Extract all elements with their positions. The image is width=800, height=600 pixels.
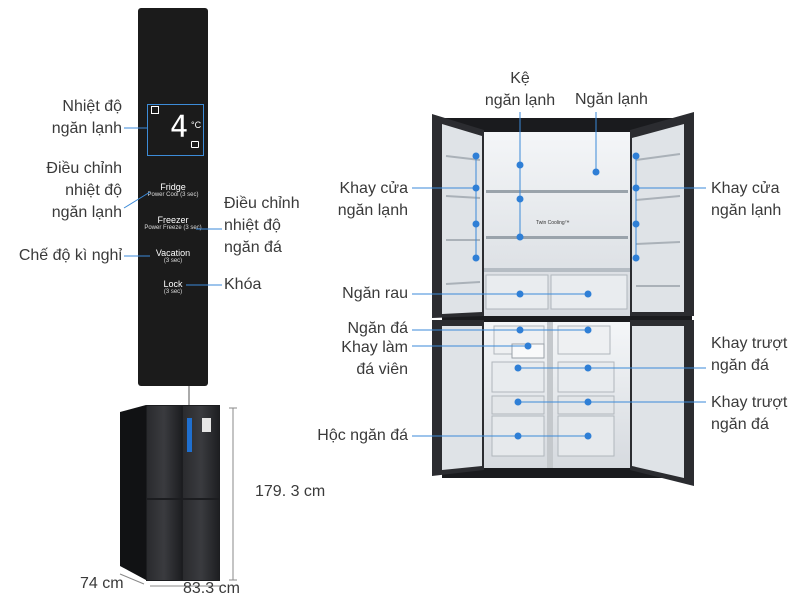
label-slide-tray-1: Khay trượt ngăn đá xyxy=(711,333,787,377)
label-shelf-line2: ngăn lạnh xyxy=(484,92,556,109)
label-ice-tray-line2: đá viên xyxy=(356,361,408,378)
dimension-height: 179. 3 cm xyxy=(255,483,326,500)
control-panel xyxy=(138,8,208,386)
label-door-tray-left-line1: Khay cửa xyxy=(339,180,408,197)
label-fridge-compartment: Ngăn lạnh xyxy=(575,91,648,108)
freezer-button-label: Freezer xyxy=(157,215,189,225)
lock-icon xyxy=(191,141,199,148)
label-door-tray-right: Khay cửa ngăn lạnh xyxy=(711,178,781,222)
label-freezer-adjust: Điều chỉnh nhiệt độ ngăn đá xyxy=(224,193,300,259)
dimension-lines xyxy=(119,407,237,587)
label-fridge-temp-line1: Nhiệt độ xyxy=(62,98,122,115)
small-fridge xyxy=(120,405,220,581)
fridge-button-sub: Power Cool (3 sec) xyxy=(147,192,199,198)
open-fridge xyxy=(432,112,694,486)
vacation-button[interactable]: Vacation (3 sec) xyxy=(140,248,206,265)
fridge-button[interactable]: Fridge Power Cool (3 sec) xyxy=(140,182,206,199)
label-freezer: Ngăn đá xyxy=(347,320,409,337)
temperature-value: 4 xyxy=(170,110,189,145)
temperature-display xyxy=(147,104,204,156)
freezer-button-sub: Power Freeze (3 sec) xyxy=(144,225,202,231)
label-fridge-adjust: Điều chỉnh nhiệt độ ngăn lạnh xyxy=(20,158,122,224)
label-slide-tray-2: Khay trượt ngăn đá xyxy=(711,392,787,436)
fridge-marker-dots xyxy=(472,152,640,440)
label-crisper: Ngăn rau xyxy=(342,285,408,302)
dimension-depth: 74 cm xyxy=(80,575,124,592)
display-icon xyxy=(151,106,159,114)
vacation-button-label: Vacation xyxy=(155,248,191,258)
label-door-tray-left: Khay cửa ngăn lạnh xyxy=(306,178,408,222)
vacation-button-sub: (3 sec) xyxy=(163,258,183,264)
label-freezer-adjust-line3: ngăn đá xyxy=(224,239,282,256)
freezer-button[interactable]: Freezer Power Freeze (3 sec) xyxy=(140,215,206,232)
fridge-button-label: Fridge xyxy=(160,182,186,192)
twin-cooling-text: Twin Cooling™ xyxy=(536,220,570,226)
label-fridge-temp: Nhiệt độ ngăn lạnh xyxy=(20,96,122,140)
panel-leader-lines xyxy=(123,127,222,438)
label-shelf: Kệ ngăn lạnh xyxy=(470,68,570,112)
label-freezer-adjust-line1: Điều chỉnh xyxy=(224,195,300,212)
temperature-unit: °C xyxy=(191,120,202,130)
label-shelf-line1: Kệ xyxy=(510,70,530,87)
label-slide-tray-2-line1: Khay trượt xyxy=(711,394,788,411)
label-vacation: Chế độ kì nghỉ xyxy=(18,247,122,264)
label-door-tray-right-line1: Khay cửa xyxy=(711,180,780,197)
label-fridge-temp-line2: ngăn lạnh xyxy=(51,120,122,137)
label-fridge-adjust-line2: nhiệt độ xyxy=(65,182,122,199)
label-freezer-drawer: Hộc ngăn đá xyxy=(317,427,408,444)
label-door-tray-left-line2: ngăn lạnh xyxy=(337,202,408,219)
label-door-tray-right-line2: ngăn lạnh xyxy=(711,202,782,219)
label-lock: Khóa xyxy=(224,276,262,293)
fridge-leader-lines xyxy=(412,112,706,437)
label-ice-tray: Khay làm đá viên xyxy=(306,337,408,381)
label-fridge-adjust-line1: Điều chỉnh xyxy=(46,160,122,177)
label-ice-tray-line1: Khay làm xyxy=(341,339,408,356)
dimension-width: 83.3 cm xyxy=(183,580,240,597)
lock-button-sub: (3 sec) xyxy=(163,289,183,295)
label-slide-tray-1-line2: ngăn đá xyxy=(711,357,769,374)
label-fridge-adjust-line3: ngăn lạnh xyxy=(51,204,122,221)
label-slide-tray-1-line1: Khay trượt xyxy=(711,335,788,352)
lock-button-label: Lock xyxy=(163,279,183,289)
label-slide-tray-2-line2: ngăn đá xyxy=(711,416,769,433)
lock-button[interactable]: Lock (3 sec) xyxy=(140,279,206,296)
label-freezer-adjust-line2: nhiệt độ xyxy=(224,217,281,234)
